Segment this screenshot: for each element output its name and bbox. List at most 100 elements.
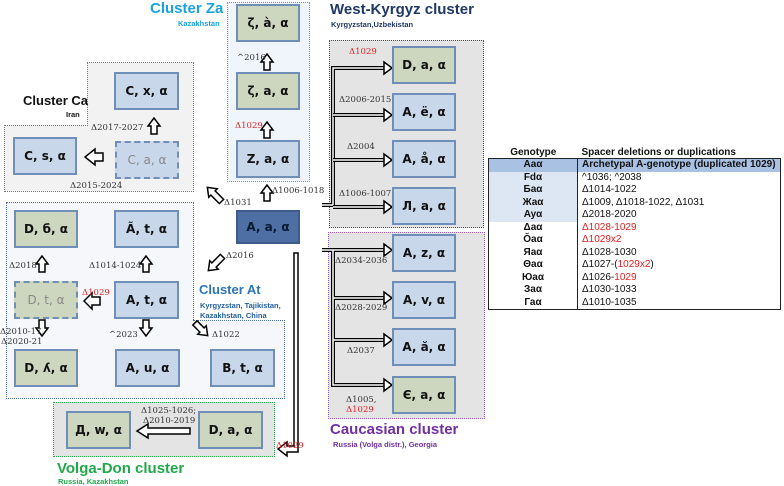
description-cell: Δ2018-2020 (577, 209, 780, 222)
cluster-caucasian-subtitle: Russia (Volga distr.), Georgia (333, 440, 438, 449)
genotype-cell: Жаα (489, 196, 578, 209)
node-at-dt[interactable]: D, t, α (14, 281, 78, 319)
label-at-1014: Δ1014-1024 (89, 261, 142, 271)
cluster-ca-subtitle: Iran (66, 110, 80, 119)
table-row: Θaα Δ1027-(1029x2) (489, 259, 780, 272)
arrow-ca-2017 (147, 117, 161, 135)
description-cell: Δ1009, Δ1018-1022, Δ1031 (577, 196, 780, 209)
node-wk-d[interactable]: D, a, α (392, 46, 456, 84)
description-segment: Δ1030-1033 (582, 284, 637, 296)
node-root[interactable]: A, a, α (236, 210, 300, 244)
node-ca-a[interactable]: C, a, α (115, 141, 179, 179)
node-ca-x[interactable]: C, x, α (114, 72, 179, 110)
label-at-2010a: Δ2010-17, (0, 327, 45, 337)
node-at-bt[interactable]: B, t, α (210, 349, 275, 387)
arrow-root-1031 (206, 186, 225, 205)
genotype-cell: Ŏaα (523, 234, 543, 246)
label-cc-2028: Δ2028-2029 (335, 303, 388, 313)
node-at-at[interactable]: A, t, α (114, 281, 179, 319)
description-cell: Δ1026-1029 (577, 271, 780, 284)
genotype-cell: Гаα (524, 296, 542, 308)
description-segment: Δ1010-1035 (582, 296, 637, 308)
node-cc-e[interactable]: Є, a, α (392, 376, 456, 414)
genotype-cell: Заα (524, 284, 542, 296)
node-vd-dw[interactable]: Д, w, α (66, 411, 131, 449)
description-segment: Δ1029x2 (582, 234, 622, 246)
label-vd-2010: Δ2010-2019 (143, 416, 196, 426)
arrow-at-dt-down (34, 319, 50, 338)
genotype-cell: Θaα (523, 259, 543, 271)
description-segment: Δ1028-1029 (582, 221, 637, 233)
cluster-caucasian-title: Caucasian cluster (330, 421, 459, 438)
description-segment: ^1036; ^2038 (582, 171, 642, 183)
node-at-au[interactable]: A, u, α (115, 349, 180, 387)
description-segment: Δ1027-( (582, 259, 618, 271)
description-segment: Δ1028-1030 (582, 246, 637, 258)
node-za-mid[interactable]: ζ, a, α (236, 72, 300, 110)
cluster-ca-join (88, 124, 193, 127)
description-cell: Δ1027-(1029x2) (577, 259, 780, 272)
table-header-genotype: Genotype (510, 147, 557, 158)
node-ca-s[interactable]: C, s, α (13, 137, 77, 175)
description-cell: Archetypal A-genotype (duplicated 1029) (577, 159, 780, 172)
label-cc-2037: Δ2037 (347, 346, 375, 356)
node-cc-breve[interactable]: A, ă, α (392, 328, 456, 366)
genotype-cell: Fdα (489, 171, 578, 184)
node-at-atilde[interactable]: Ã, t, α (114, 210, 179, 248)
description-cell: Δ1010-1035 (577, 296, 780, 309)
genotype-cell: Aaα (489, 159, 578, 172)
cluster-at-title: Cluster At (199, 282, 261, 297)
label-at-1022: Δ1022 (212, 330, 240, 340)
label-cc-2034: Δ2034-2036 (335, 256, 388, 266)
arrow-at-1022 (191, 319, 209, 337)
description-segment: 1029x2 (617, 259, 651, 271)
arrow-za-1029 (260, 121, 274, 139)
genotype-table: Genotype Spacer deletions or duplication… (488, 146, 781, 310)
node-wk-e[interactable]: A, ё, α (392, 93, 456, 131)
label-wk-2004: Δ2004 (347, 142, 375, 152)
node-at-d6[interactable]: D, б, α (14, 210, 78, 248)
cluster-volga-don-subtitle: Russia, Kazakhstan (58, 477, 129, 486)
label-at-2018: Δ2018 (9, 261, 37, 271)
label-root-2016: Δ2016 (226, 251, 254, 261)
label-cc-1005: Δ1005, (346, 395, 377, 405)
table-row: Гаα Δ1010-1035 (489, 296, 780, 309)
node-at-dl[interactable]: D, ʎ, α (14, 349, 78, 387)
description-cell: Δ1028-1029 (577, 221, 780, 234)
label-at-2023: ^2023 (109, 330, 138, 340)
node-cc-v[interactable]: A, v, α (392, 281, 456, 319)
description-segment: Δ2018-2020 (582, 209, 637, 221)
genotype-cell: Ayα (489, 209, 578, 222)
description-segment: Δ1026- (582, 271, 615, 283)
node-vd-da[interactable]: D, a, α (198, 411, 263, 449)
node-za-top[interactable]: ζ, à, α (236, 4, 300, 42)
cluster-at-top-edge-lower (193, 320, 285, 322)
description-cell: ^1036; ^2038 (577, 171, 780, 184)
arrow-wk-bracket (322, 66, 384, 207)
label-at-2010b: Δ2020-21 (1, 337, 43, 347)
node-wk-ring[interactable]: A, å, α (392, 140, 456, 178)
node-za-base[interactable]: Z, a, α (236, 140, 300, 178)
node-wk-l[interactable]: Л, a, α (392, 187, 456, 225)
label-ca-2015: Δ2015-2024 (70, 181, 123, 191)
description-cell: Δ1028-1030 (577, 246, 780, 259)
arrow-at-1029 (82, 291, 101, 311)
cluster-west-kyrgyz-subtitle: Kyrgyzstan,Uzbekistan (331, 20, 414, 29)
label-za-1029: Δ1029 (235, 121, 263, 131)
description-cell: Δ1029x2 (577, 234, 780, 247)
label-wk-1006: Δ1006-1007 (339, 189, 392, 199)
cluster-west-kyrgyz-title: West-Kyrgyz cluster (330, 1, 474, 18)
description-cell: Δ1030-1033 (577, 284, 780, 297)
label-root-1031: Δ1031 (224, 198, 252, 208)
node-cc-z[interactable]: A, z, α (392, 234, 456, 272)
label-wk-1029: Δ1029 (349, 47, 377, 57)
cluster-at-subtitle-line1: Kyrgyzstan, Tajikistan, (200, 301, 281, 310)
arrow-at-2018 (35, 255, 49, 273)
table-row: Fdα ^1036; ^2038 (489, 171, 780, 184)
